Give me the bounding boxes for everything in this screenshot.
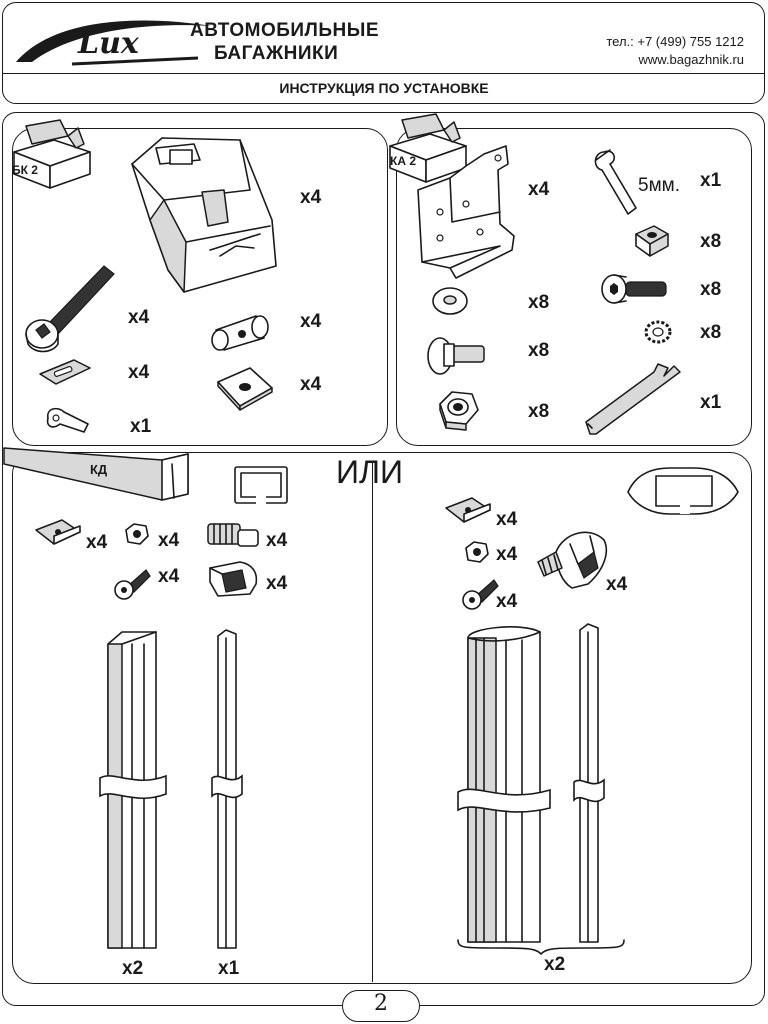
hex-key-illustration: [594, 149, 637, 215]
long-bolt-illustration: [25, 265, 115, 353]
nut-illustration: [125, 523, 149, 545]
page-number-badge: [342, 990, 420, 1022]
hex-key-qty: x1: [700, 170, 722, 191]
mounting-bracket-illustration: [417, 145, 515, 279]
right-nut-qty: x4: [496, 544, 518, 565]
roof-rack-foot-illustration: [131, 137, 277, 293]
kit-ka2-label: КА 2: [390, 154, 416, 168]
hex-key-size: 5мм.: [638, 175, 680, 196]
square-washer-qty: x4: [300, 374, 322, 395]
aero-strip-illustration: [573, 623, 605, 943]
lock-washer-qty: x8: [700, 322, 722, 343]
rubber-strip-illustration: [211, 629, 243, 949]
website: www.bagazhnik.ru: [638, 52, 745, 67]
aero-end-cap-illustration: [537, 531, 608, 589]
washer-qty: x8: [528, 292, 550, 313]
brace-icon: [457, 939, 625, 955]
bolt-illustration: [114, 569, 151, 600]
phone-number: тел.: +7 (499) 755 1212: [606, 34, 744, 49]
carriage-bolt-qty: x8: [528, 340, 550, 361]
steel-bar-illustration: [99, 631, 167, 949]
box-icon: [13, 119, 91, 189]
hex-nut-qty: x8: [528, 401, 550, 422]
socket-bolt-illustration: [601, 274, 667, 304]
slotted-plate-qty: x4: [128, 362, 150, 383]
square-nut-illustration: [635, 225, 669, 257]
left-end-cap-qty: x4: [266, 573, 288, 594]
bracket-qty: x4: [528, 179, 550, 200]
hex-nut-illustration: [439, 391, 479, 431]
left-clip-qty: x4: [86, 532, 108, 553]
foot-qty: x4: [300, 187, 322, 208]
page-title: ИНСТРУКЦИЯ ПО УСТАНОВКЕ: [279, 80, 489, 96]
lock-washer-illustration: [644, 320, 672, 344]
carriage-bolt-illustration: [427, 337, 485, 375]
left-bolt-qty: x4: [158, 566, 180, 587]
key-qty: x1: [130, 416, 152, 437]
ribbed-cap-illustration: [207, 523, 259, 547]
kit-bk2-label: БК 2: [12, 163, 38, 177]
key-illustration: [46, 407, 89, 433]
ribbed-cap-qty: x4: [266, 530, 288, 551]
left-strip-qty: x1: [218, 958, 240, 979]
bar-profile-illustration: [234, 466, 288, 506]
logo-text: Lux: [78, 26, 139, 61]
socket-bolt-qty: x8: [700, 279, 722, 300]
aero-bar-illustration: [457, 626, 551, 943]
barrel-nut-qty: x4: [300, 311, 322, 332]
right-clip-qty: x4: [496, 509, 518, 530]
or-text: ИЛИ: [336, 454, 403, 490]
left-bar-qty: x2: [122, 958, 144, 979]
slotted-plate-illustration: [39, 359, 91, 385]
square-nut-qty: x8: [700, 231, 722, 252]
header-divider: [2, 73, 765, 74]
barrel-nut-illustration: [211, 315, 269, 351]
bolt-illustration: [462, 579, 499, 610]
right-bolt-qty: x4: [496, 591, 518, 612]
square-washer-illustration: [217, 367, 273, 411]
long-bolt-qty: x4: [128, 307, 150, 328]
rail-clip-illustration: [35, 519, 81, 545]
end-cap-illustration: [209, 561, 258, 597]
wrench-qty: x1: [700, 392, 722, 413]
rail-clip-illustration: [445, 497, 491, 523]
lux-logo: [16, 20, 212, 66]
right-end-cap-qty: x4: [606, 574, 628, 595]
header-panel: [2, 2, 765, 104]
aero-profile-illustration: [627, 467, 739, 515]
brand-line-1: АВТОМОБИЛЬНЫЕ: [190, 20, 380, 41]
brand-line-2: БАГАЖНИКИ: [214, 43, 339, 64]
flat-wrench-illustration: [585, 363, 681, 435]
kit-kd-label: КД: [90, 462, 108, 477]
nut-illustration: [465, 541, 489, 563]
right-bars-qty: x2: [544, 954, 566, 975]
page-number: 2: [374, 991, 388, 1016]
kd-package-sleeve: [3, 447, 189, 501]
panel-kd-divider: [372, 462, 373, 982]
washer-illustration: [432, 287, 468, 315]
left-nut-qty: x4: [158, 530, 180, 551]
